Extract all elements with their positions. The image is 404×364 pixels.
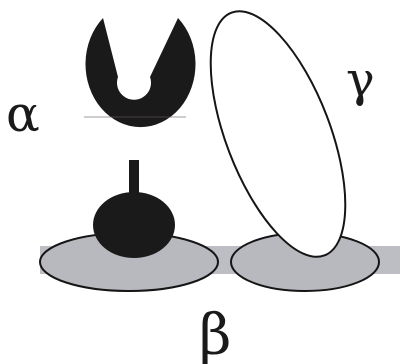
- alpha-label: α: [6, 85, 40, 143]
- gamma-label: γ: [346, 52, 375, 108]
- alpha-subunit-stalk: [129, 160, 139, 204]
- gamma-subunit: [209, 10, 347, 258]
- beta-label: β: [199, 303, 231, 364]
- alpha-subunit-ball: [93, 192, 175, 258]
- alpha-subunit-head: [85, 18, 196, 128]
